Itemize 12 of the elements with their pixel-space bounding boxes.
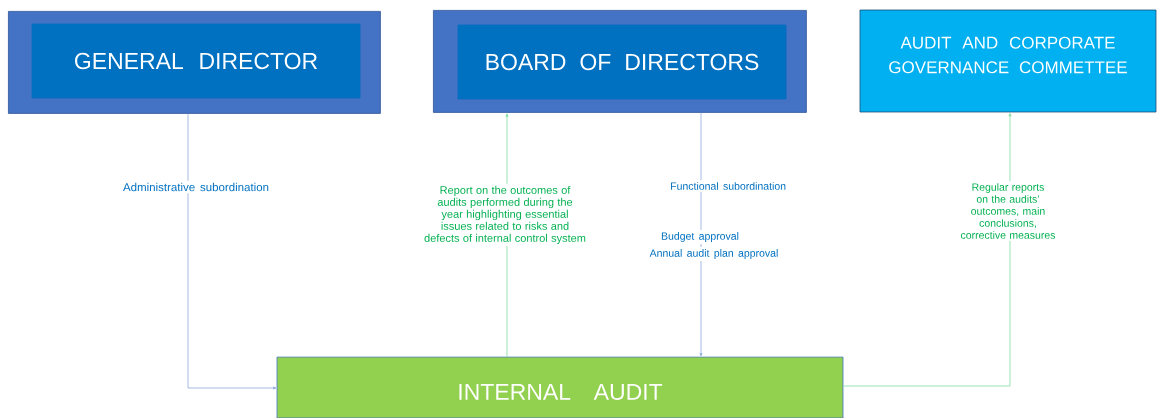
title-box: BOARD OF DIRECTORS [457,24,787,100]
committee-box: AUDIT AND CORPORATE GOVERNANCE COMMETTEE [859,9,1157,113]
unit-box: INTERNAL AUDIT [276,356,844,418]
title-box: GENERAL DIRECTOR [31,23,361,99]
annotation-text: Annual audit plan approval [647,247,781,261]
edge-label: Regular reports on the audits’ outcomes, main conclusions, corrective measures [958,181,1058,241]
arrow [699,112,703,357]
edge-label: Functional subordination [668,180,789,192]
arrow [187,113,277,390]
edge-label: Administrative subordination [121,180,272,194]
annotation-text: Budget approval [659,230,741,244]
edge-label: Report on the outcomes of audits performed during the year highlighting essential issues related to risks and defects of internal control system [415,183,595,247]
